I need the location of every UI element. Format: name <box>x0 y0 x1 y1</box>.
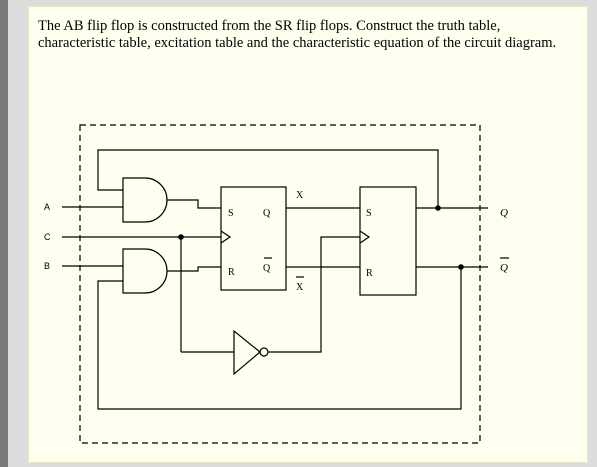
inverter-gate <box>233 329 261 376</box>
screen-frame <box>8 0 597 467</box>
signal-x-label: X <box>296 190 304 201</box>
wire-feedback-qbar <box>97 267 462 410</box>
and-gate-2 <box>122 248 168 294</box>
inverter-bubble <box>259 347 269 357</box>
wire-and2-r <box>167 266 221 272</box>
input-b-label: B <box>44 261 50 271</box>
ff2-s-label: S <box>366 208 372 219</box>
dashed-boundary <box>79 124 481 444</box>
flip-flop-1 <box>220 186 287 291</box>
ff2-r-label: R <box>366 268 373 279</box>
output-q-label: Q <box>500 207 508 219</box>
ff1-s-label: S <box>228 208 234 219</box>
junction-c <box>178 234 184 240</box>
question-card <box>28 6 588 463</box>
question-text: The AB flip flop is constructed from the… <box>38 18 557 51</box>
flip-flop-2 <box>359 186 417 296</box>
and-gate-1 <box>122 177 168 223</box>
output-qbar-label: Q <box>500 262 508 274</box>
input-a-label: A <box>44 202 50 212</box>
junction-q <box>435 205 441 211</box>
wire-feedback-q <box>97 149 439 208</box>
wire-and1-s <box>167 199 221 209</box>
ff1-r-label: R <box>228 267 235 278</box>
ff2-clock-icon <box>359 230 371 244</box>
ff1-q-label: Q <box>263 208 271 219</box>
signal-xbar-label: X <box>296 282 304 293</box>
ff1-clock-icon <box>220 230 232 244</box>
input-c-label: C <box>44 232 51 242</box>
junction-qbar <box>458 264 464 270</box>
wire-inverter-clock2 <box>268 236 360 353</box>
ff1-qbar-label: Q <box>263 263 271 274</box>
